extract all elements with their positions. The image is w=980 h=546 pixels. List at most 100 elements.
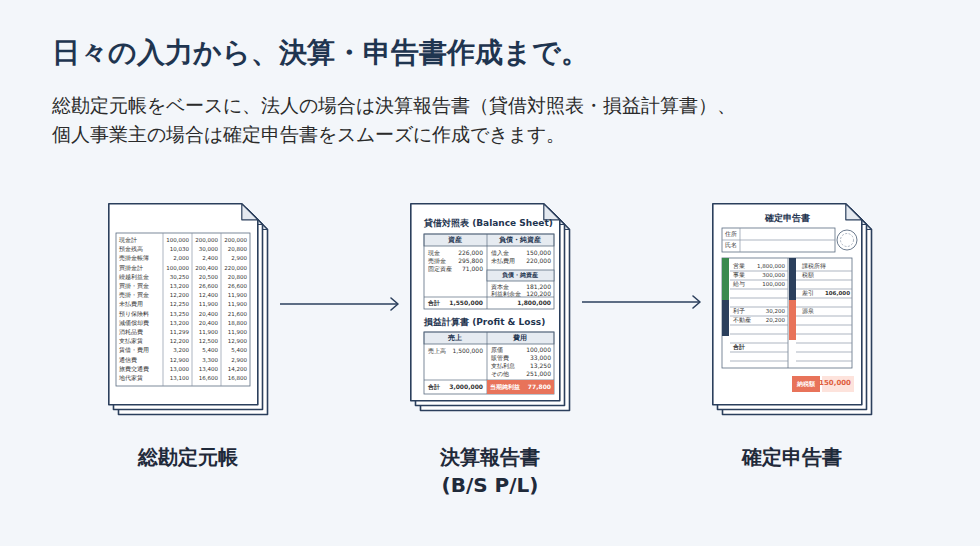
table-rule (796, 289, 852, 290)
paper-sheet (411, 204, 560, 401)
label-text: 30,000 (199, 247, 218, 253)
label-text: 預り保険料 (119, 312, 149, 318)
label-text: 14,200 (228, 367, 247, 373)
label-text: 売上 (448, 335, 462, 342)
label-text: 減価償却費 (119, 321, 149, 327)
page-title: 日々の入力から、決算・申告書作成まで。 (52, 34, 589, 72)
label-text: 12,250 (170, 302, 189, 308)
label-text: 220,000 (224, 266, 247, 272)
table-rule (730, 334, 788, 335)
label-text: 150,000 (819, 380, 851, 387)
label-text: 12,200 (170, 339, 189, 345)
table-rule (796, 334, 852, 335)
table-rule (730, 307, 788, 308)
table-rule (730, 325, 788, 326)
table-rule (796, 352, 852, 353)
label-text: 16,600 (199, 376, 218, 382)
document-stack: 総勘定元帳 (108, 203, 268, 415)
flow-arrow (582, 296, 700, 308)
label-text: 営業 (733, 264, 745, 270)
table-rule (730, 352, 788, 353)
label-text: 200,000 (224, 238, 247, 244)
label-text: 給与 (733, 282, 745, 288)
label-text: 1,800,000 (757, 264, 785, 270)
label-text: 18,800 (228, 321, 247, 327)
label-text: 貸借対照表 (Balance Sheet) (424, 219, 553, 228)
label-text: 11,299 (170, 330, 189, 336)
table-rule (730, 271, 788, 272)
label-text: 16,800 (228, 376, 247, 382)
label-text: 消耗品費 (119, 330, 143, 336)
label-text: 26,600 (199, 284, 218, 290)
table-rule (796, 307, 852, 308)
label-text: 原価 (491, 347, 503, 353)
label-text: 1,550,000 (449, 300, 483, 306)
label-text: 100,000 (166, 266, 189, 272)
label-text: 事業 (733, 273, 745, 279)
label-text: 繰越利益金 (119, 275, 149, 281)
form-cell (424, 332, 554, 394)
label-text: 販管費 (491, 355, 509, 361)
label-text: 2,900 (231, 256, 247, 262)
label-text: 未払費用 (491, 258, 515, 264)
label-text: 11,900 (228, 330, 247, 336)
label-text: 氏名 (725, 243, 737, 249)
document-caption: 確定申告書 (722, 443, 862, 471)
label-text: 251,000 (526, 371, 551, 377)
label-text: 5,400 (231, 348, 247, 354)
label-text: 支払利息 (491, 363, 515, 369)
label-text: その他 (491, 371, 509, 377)
label-text: 12,200 (170, 293, 189, 299)
label-text: 20,800 (228, 247, 247, 253)
label-text: 13,100 (170, 376, 189, 382)
label-text: 利益剰余金 (491, 291, 521, 297)
paper-sheet (109, 204, 258, 405)
label-text: 総勘定元帳をベースに、法人の場合は決算報告書（貸借対照表・損益計算書）、 (52, 96, 736, 115)
form-cell (424, 332, 554, 344)
label-text: 11,900 (228, 302, 247, 308)
label-text: 3,000,000 (449, 384, 483, 390)
table-rule (730, 316, 788, 317)
table-rule (163, 233, 164, 386)
label-text: 21,600 (228, 312, 247, 318)
label-text: 売掛金 (428, 258, 446, 264)
table-rule (796, 361, 852, 362)
table-rule (796, 298, 852, 299)
label-text: 現金計 (119, 238, 137, 244)
label-text: 226,000 (458, 250, 483, 256)
label-text: 11,900 (199, 330, 218, 336)
label-text: 12,400 (199, 293, 218, 299)
label-text: 個人事業主の場合は確定申告書をスムーズに作成できます。 (52, 125, 565, 144)
label-text: 20,800 (228, 275, 247, 281)
table-rule (796, 316, 852, 317)
label-text: 20,400 (199, 321, 218, 327)
label-text: 11,900 (199, 302, 218, 308)
label-text: 20,500 (199, 275, 218, 281)
label-text: 120,200 (526, 291, 551, 297)
label-text: 33,000 (530, 355, 551, 361)
dog-ear (846, 204, 862, 220)
table-rule (796, 271, 852, 272)
table-rule (424, 380, 554, 381)
label-text: 300,000 (762, 273, 785, 279)
document-stack: 決算報告書 (B/S P/L) (410, 203, 570, 411)
label-text: 負債・純資産 (499, 237, 541, 244)
label-text: 30,200 (766, 309, 785, 315)
label-text: 買掛金計 (119, 266, 143, 272)
dog-ear (242, 204, 258, 220)
document-caption: 決算報告書 (B/S P/L) (420, 443, 560, 499)
table-rule (796, 343, 852, 344)
label-text: 通信費 (119, 358, 137, 364)
label-text: 5,400 (202, 348, 218, 354)
label-text: 売掛金帳簿 (119, 256, 149, 262)
form-cell (792, 376, 820, 392)
paper-stack (410, 203, 572, 413)
label-text: 合計 (428, 300, 440, 306)
label-text: 100,000 (762, 282, 785, 288)
label-text: 利子 (733, 309, 745, 315)
label-text: 10,030 (170, 247, 189, 253)
label-text: 12,900 (170, 358, 189, 364)
table-rule (730, 361, 788, 362)
table-rule (221, 233, 222, 386)
label-text: 課税所得 (802, 264, 826, 270)
